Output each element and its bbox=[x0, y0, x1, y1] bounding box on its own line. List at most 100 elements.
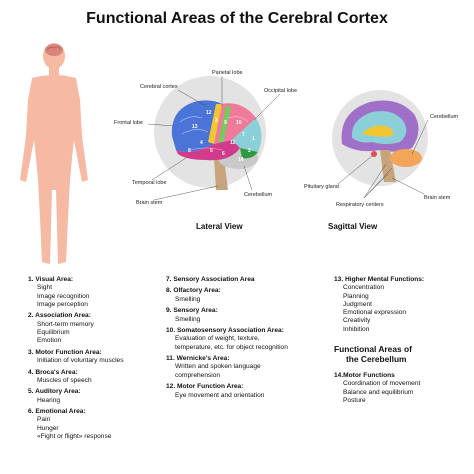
area-title: 5. Auditory Area: bbox=[28, 388, 81, 396]
legend-column-2: 7. Sensory Association Area 8. Olfactory … bbox=[166, 276, 330, 403]
svg-text:11: 11 bbox=[230, 140, 236, 146]
area-function: Equilibrium bbox=[37, 328, 70, 336]
area-title: 7. Sensory Association Area bbox=[166, 276, 255, 283]
area-entry: 13. Higher Mental Functions:Concentratio… bbox=[334, 276, 474, 334]
area-title: 14.Motor Functions bbox=[334, 372, 395, 380]
label-occipital: Occipital lobe bbox=[264, 88, 297, 94]
area-function: Eye movement and orientation bbox=[175, 391, 265, 399]
cerebellum-heading-line: the Cerebellum bbox=[346, 354, 407, 365]
area-function: Image perception bbox=[37, 300, 88, 308]
svg-text:5: 5 bbox=[210, 148, 213, 154]
label-cerebral-cortex: Cerebral cortex bbox=[140, 84, 178, 90]
sagittal-cerebellum bbox=[390, 149, 422, 167]
legend-column-3: 13. Higher Mental Functions:Concentratio… bbox=[334, 276, 474, 408]
area-function: Written and spoken language bbox=[175, 363, 261, 371]
area-entry: 8. Olfactory Area:Smelling bbox=[166, 287, 330, 304]
svg-text:6: 6 bbox=[222, 151, 225, 157]
area-function: Sight bbox=[37, 284, 53, 292]
area-title: 13. Higher Mental Functions: bbox=[334, 276, 425, 283]
occipital-region bbox=[232, 118, 262, 152]
svg-text:14: 14 bbox=[238, 157, 244, 163]
area-entry: 5. Auditory Area:Hearing bbox=[28, 388, 166, 405]
area-function: Planning bbox=[343, 292, 369, 300]
lateral-view-label: Lateral View bbox=[196, 222, 243, 231]
area-function: Judgment bbox=[343, 300, 372, 308]
area-title: 3. Motor Function Area: bbox=[28, 348, 102, 356]
human-body-illustration bbox=[8, 40, 100, 268]
area-function: Emotion bbox=[37, 337, 62, 345]
region-numbers: 13 12 3 9 10 7 1 11 4 5 8 6 2 14 bbox=[188, 110, 255, 163]
area-function: Inhibition bbox=[343, 325, 370, 333]
svg-text:12: 12 bbox=[206, 110, 212, 116]
cerebellum-heading: Functional Areas of the Cerebellum bbox=[334, 344, 474, 364]
area-title: 12. Motor Function Area: bbox=[166, 383, 244, 391]
label-sagittal-cerebellum: Cerebellum bbox=[430, 114, 459, 120]
area-title: 2. Association Area: bbox=[28, 312, 91, 320]
area-function: Posture bbox=[343, 396, 366, 404]
area-function: comprehension bbox=[175, 371, 221, 379]
area-title: 8. Olfactory Area: bbox=[166, 287, 221, 295]
area-title: 11. Wernicke's Area: bbox=[166, 355, 230, 363]
area-function: Image recognition bbox=[37, 292, 90, 300]
label-parietal: Parietal lobe bbox=[212, 70, 243, 76]
svg-text:7: 7 bbox=[242, 132, 245, 138]
area-function: Smelling bbox=[175, 295, 201, 303]
cerebellum-heading-line: Functional Areas of bbox=[334, 344, 412, 355]
area-function: Hunger bbox=[37, 424, 59, 432]
svg-text:13: 13 bbox=[192, 124, 198, 130]
area-function: Smelling bbox=[175, 315, 201, 323]
lateral-brain-diagram: 13 12 3 9 10 7 1 11 4 5 8 6 2 14 Parieta… bbox=[110, 62, 310, 212]
area-title: 9. Sensory Area: bbox=[166, 307, 218, 315]
page-title: Functional Areas of the Cerebral Cortex bbox=[86, 10, 388, 27]
area-function: Concentration bbox=[343, 284, 385, 292]
svg-text:9: 9 bbox=[224, 120, 227, 126]
brain-on-head bbox=[45, 44, 63, 56]
area-function: Pain bbox=[37, 416, 51, 424]
area-entry: 12. Motor Function Area:Eye movement and… bbox=[166, 383, 330, 400]
svg-text:10: 10 bbox=[236, 120, 242, 126]
body-silhouette bbox=[20, 43, 88, 264]
svg-text:2: 2 bbox=[248, 148, 251, 154]
area-function: Coordination of movement bbox=[343, 380, 421, 388]
area-function: Muscles of speech bbox=[37, 376, 92, 384]
svg-text:1: 1 bbox=[252, 136, 255, 142]
occipital-lower-region bbox=[240, 148, 258, 159]
label-pituitary: Pituitary gland bbox=[304, 184, 339, 190]
label-frontal: Frontal lobe bbox=[114, 120, 143, 126]
area-entry: 10. Somatosensory Association Area:Evalu… bbox=[166, 327, 330, 352]
pituitary-gland bbox=[371, 151, 377, 157]
sagittal-brain-stem bbox=[380, 150, 396, 182]
area-entry: 9. Sensory Area:Smelling bbox=[166, 307, 330, 324]
area-entry: 4. Broca's Area:Muscles of speech bbox=[28, 369, 166, 386]
sagittal-brain-diagram: Cerebellum Pituitary gland Respiratory c… bbox=[300, 78, 470, 218]
label-sagittal-brain-stem: Brain stem bbox=[424, 195, 451, 201]
temporal-region bbox=[176, 140, 240, 161]
area-entry: 3. Motor Function Area:Initiation of vol… bbox=[28, 349, 166, 366]
area-function: Short-term memory bbox=[37, 320, 94, 328]
area-function: Hearing bbox=[37, 396, 61, 404]
label-respiratory: Respiratory centers bbox=[336, 202, 384, 208]
area-entry: 11. Wernicke's Area:Written and spoken l… bbox=[166, 355, 330, 380]
area-title: 10. Somatosensory Association Area: bbox=[166, 327, 284, 335]
motor-strip bbox=[208, 104, 222, 144]
area-title: 6. Emotional Area: bbox=[28, 408, 86, 416]
label-cerebellum: Cerebellum bbox=[244, 192, 273, 198]
area-entry: 7. Sensory Association Area bbox=[166, 276, 330, 284]
area-function: «Fight or flight» response bbox=[37, 432, 112, 440]
area-function: temperature, etc. for object recognition bbox=[175, 343, 288, 351]
svg-text:3: 3 bbox=[215, 118, 218, 124]
area-title: 4. Broca's Area: bbox=[28, 368, 78, 376]
label-temporal: Temporal lobe bbox=[132, 180, 167, 186]
area-function: Emotional expression bbox=[343, 309, 407, 317]
sensory-strip bbox=[218, 106, 231, 144]
area-function: Evaluation of weight, texture, bbox=[175, 335, 260, 343]
svg-text:8: 8 bbox=[188, 148, 191, 154]
area-function: Creativity bbox=[343, 317, 371, 325]
label-brain-stem: Brain stem bbox=[136, 200, 163, 206]
sagittal-view-label: Sagittal View bbox=[328, 222, 378, 231]
svg-text:4: 4 bbox=[200, 140, 203, 146]
